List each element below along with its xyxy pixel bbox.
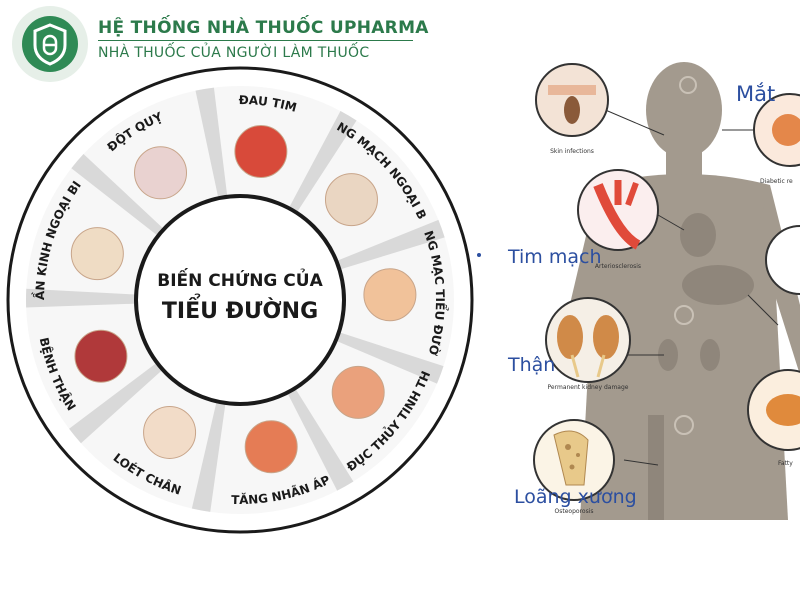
segment-divider: [288, 111, 357, 213]
caption-eye: Diabetic re: [760, 178, 793, 185]
center-title-line1: BIẾN CHỨNG CỦA: [157, 267, 323, 291]
body-complications-figure: Skin infections Arteriosclerosis Permane…: [488, 55, 800, 520]
segment-illustrations: [70, 124, 417, 474]
heart-icon: [234, 124, 288, 178]
leg-arteries-icon: [324, 173, 378, 227]
label-eye: Mắt: [736, 82, 775, 106]
kidney-bubble: [545, 297, 631, 383]
caption-kidney: Permanent kidney damage: [548, 384, 629, 391]
center-title-line2: TIỂU ĐƯỜNG: [162, 295, 318, 324]
glaucoma-eye-icon: [244, 420, 298, 474]
bone-bubble: [533, 419, 615, 501]
left-kidney-organ: [658, 339, 678, 371]
brand-title: HỆ THỐNG NHÀ THUỐC UPHARMA: [98, 18, 429, 38]
cataract-eye-icon: [331, 365, 385, 419]
label-bone: Loãng xương: [514, 486, 637, 508]
caption-skin: Skin infections: [550, 148, 594, 155]
segment-dividers: [25, 87, 445, 512]
segment-divider: [71, 154, 164, 236]
segment-divider: [335, 332, 444, 384]
separator-dot: [477, 253, 481, 257]
brand-logo: [12, 6, 88, 82]
kidney-icon: [74, 329, 128, 383]
brand-subtitle: NHÀ THUỐC CỦA NGƯỜI LÀM THUỐC: [98, 45, 370, 61]
liver-bubble: [747, 369, 800, 451]
liver-organ: [682, 265, 754, 305]
caption-artery: Arteriosclerosis: [595, 263, 641, 270]
segment-divider: [195, 87, 228, 199]
logo-badge: [22, 16, 78, 72]
brand-divider: [98, 40, 413, 41]
retina-eye-icon: [363, 268, 417, 322]
caption-bone: Osteoporosis: [555, 508, 594, 515]
segment-divider: [69, 362, 163, 444]
wheel-center-disc: [134, 194, 346, 406]
segment-divider: [336, 219, 445, 270]
skin-infection-bubble: [535, 63, 609, 137]
femur-bone: [648, 415, 664, 520]
label-heart: Tim mạch: [507, 246, 602, 268]
foot-ulcer-icon: [143, 405, 197, 459]
human-silhouette: [558, 62, 800, 520]
heart-organ: [680, 213, 716, 257]
segment-divider: [191, 401, 226, 512]
partial-bubble-right: [765, 225, 800, 295]
pill-shield-icon: [33, 23, 67, 66]
artery-bubble: [577, 169, 659, 251]
caption-liver: Fatty: [778, 460, 793, 467]
label-kidney: Thận: [507, 354, 555, 376]
segment-divider: [25, 288, 137, 308]
nerve-legs-icon: [70, 227, 124, 281]
right-kidney-organ: [700, 339, 720, 371]
segment-divider: [287, 388, 354, 491]
eye-bubble: [753, 93, 800, 167]
brain-icon: [134, 146, 188, 200]
